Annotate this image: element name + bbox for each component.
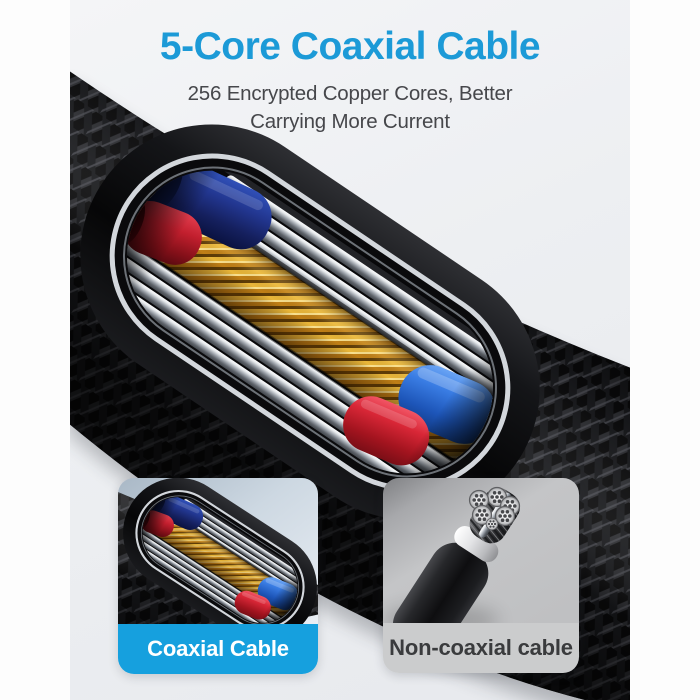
non-coaxial-cable-thumbnail [383, 478, 579, 623]
non-coaxial-cable-label: Non-coaxial cable [383, 623, 579, 673]
non-coaxial-cable-label-text: Non-coaxial cable [389, 635, 573, 660]
coaxial-cable-label: Coaxial Cable [118, 624, 318, 674]
coaxial-cable-thumbnail [118, 478, 318, 625]
subtitle-line-1: 256 Encrypted Copper Cores, Better [187, 82, 513, 105]
page-title: 5-Core Coaxial Cable [159, 25, 541, 68]
product-photo-area: 5-Core Coaxial Cable 256 Encrypted Coppe… [70, 0, 630, 700]
subtitle-line-2: Carrying More Current [250, 110, 450, 133]
subtitle: 256 Encrypted Copper Cores, Better Carry… [70, 80, 630, 136]
non-coaxial-cable-card: Non-coaxial cable [383, 478, 579, 673]
coaxial-cable-card: Coaxial Cable [118, 478, 318, 674]
coaxial-cable-label-text: Coaxial Cable [147, 636, 289, 661]
header: 5-Core Coaxial Cable 256 Encrypted Coppe… [70, 24, 630, 136]
